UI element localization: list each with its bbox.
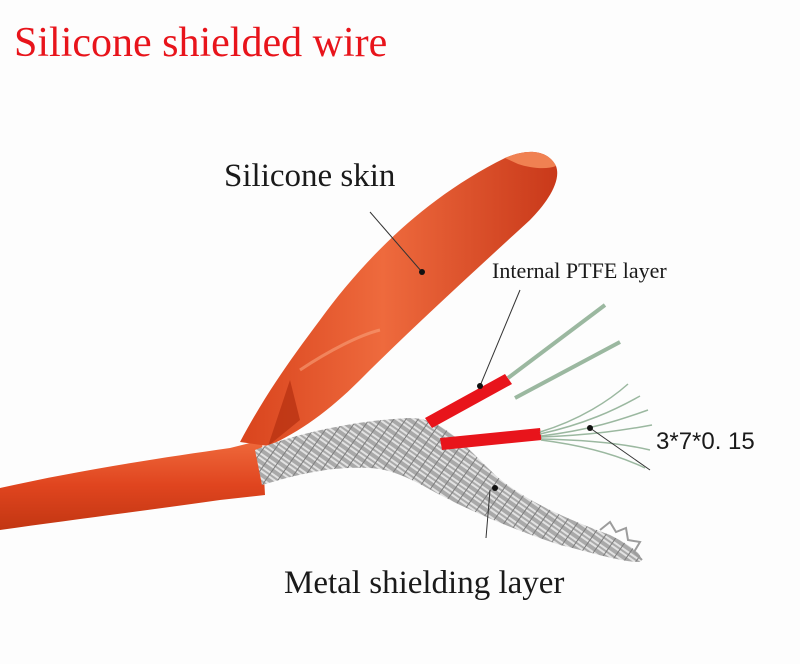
annotation-dots — [419, 269, 593, 491]
annotation-leaders — [369, 211, 651, 539]
outer-silicone-jacket — [0, 440, 265, 530]
upper-ptfe-conductor — [425, 303, 621, 428]
label-strand-spec: 3*7*0. 15 — [656, 428, 755, 455]
metal-shield-braid — [255, 418, 643, 562]
label-silicone-skin: Silicone skin — [224, 158, 396, 194]
label-metal-shield: Metal shielding layer — [284, 565, 565, 601]
page-title: Silicone shielded wire — [14, 20, 388, 66]
silicone-skin-flap — [240, 151, 558, 446]
lower-ptfe-conductor — [440, 383, 653, 469]
label-ptfe-layer: Internal PTFE layer — [492, 258, 667, 283]
